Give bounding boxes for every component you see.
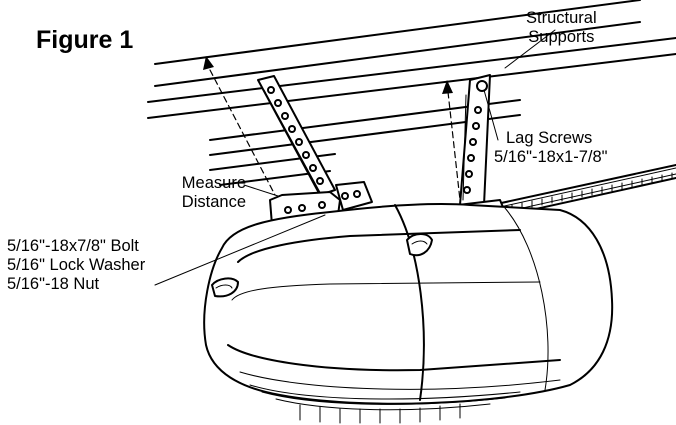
left-hanging-bracket bbox=[258, 76, 372, 225]
lag-screws-line1: Lag Screws bbox=[506, 129, 593, 147]
lag-screws-line2: 5/16"-18x1-7/8" bbox=[494, 148, 608, 166]
hardware-nut: 5/16"-18 Nut bbox=[7, 275, 100, 293]
structural-supports-label: Structural Supports bbox=[526, 9, 597, 47]
measure-distance-line2: Distance bbox=[181, 193, 246, 211]
measure-distance-line1: Measure bbox=[181, 174, 246, 192]
measure-arrows bbox=[210, 70, 460, 200]
arrowheads bbox=[203, 56, 453, 94]
lag-screws-label: Lag Screws 5/16"-18x1-7/8" bbox=[494, 129, 608, 167]
opener-housing bbox=[204, 204, 612, 423]
structural-support-lines bbox=[148, 0, 676, 185]
figure-title: Figure 1 bbox=[36, 26, 134, 54]
leader-lines bbox=[155, 30, 555, 285]
hardware-bolt: 5/16"-18x7/8" Bolt bbox=[7, 237, 139, 255]
hardware-label: 5/16"-18x7/8" Bolt 5/16" Lock Washer 5/1… bbox=[7, 237, 145, 294]
structural-supports-line2: Supports bbox=[528, 28, 595, 46]
measure-distance-label: Measure Distance bbox=[162, 174, 246, 212]
structural-supports-line1: Structural bbox=[526, 9, 597, 27]
hardware-washer: 5/16" Lock Washer bbox=[7, 256, 146, 274]
